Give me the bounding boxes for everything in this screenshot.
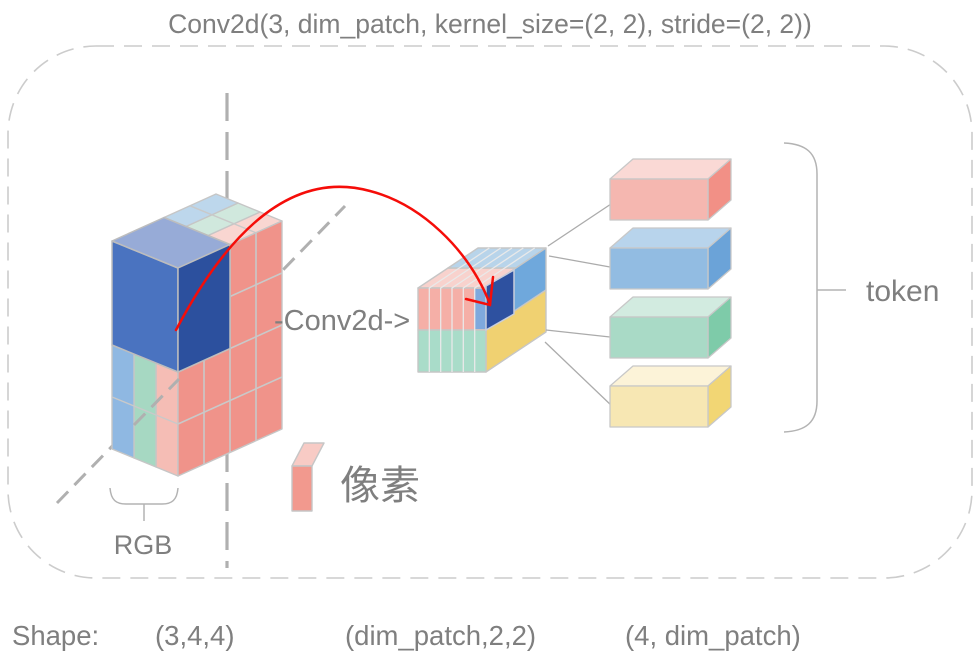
red-arc xyxy=(174,185,492,332)
token-boxes xyxy=(609,158,732,428)
kernel-cube-front-face xyxy=(177,243,231,373)
diagram-title: Conv2d(3, dim_patch, kernel_size=(2, 2),… xyxy=(168,9,812,39)
connector-to-pink-token xyxy=(547,203,612,247)
token-bracket xyxy=(783,142,818,433)
rgb-label: RGB xyxy=(114,530,173,560)
conv-red-arrow xyxy=(174,185,495,332)
token-box-yellow xyxy=(609,365,732,428)
patch-shape-value: (dim_patch,2,2) xyxy=(345,620,536,651)
shape-row: Shape: (3,4,4) (dim_patch,2,2) (4, dim_p… xyxy=(12,620,801,651)
grid-line xyxy=(177,376,283,425)
slice-divider xyxy=(440,247,502,372)
shape-row-label: Shape: xyxy=(12,620,99,651)
token-box-blue xyxy=(609,227,732,290)
pixel-legend: 像素 xyxy=(291,442,420,512)
input-side-strip-divider xyxy=(111,396,179,425)
input-tensor-cube: RGB xyxy=(109,193,283,560)
input-shape-value: (3,4,4) xyxy=(155,620,234,651)
red-arrowhead xyxy=(464,275,495,307)
token-front-face xyxy=(609,385,709,428)
input-top-strip-divider xyxy=(189,205,257,234)
diagonal-guide-overlay xyxy=(132,377,181,427)
slice-divider xyxy=(474,247,536,372)
token-front-face xyxy=(609,178,709,221)
slice-divider xyxy=(451,247,513,372)
rgb-bracket xyxy=(109,487,179,521)
token-label: token xyxy=(866,275,939,308)
slice-divider xyxy=(428,247,490,372)
token-box-green xyxy=(609,296,732,359)
connector-to-yellow-token xyxy=(544,341,614,408)
connector-to-blue-token xyxy=(548,255,611,268)
token-box-pink xyxy=(609,158,732,221)
token-connectors xyxy=(544,203,614,408)
dashed-border xyxy=(7,45,973,579)
legend-slab-front-face xyxy=(291,465,313,512)
patch-front-blue-slice xyxy=(474,289,486,329)
token-front-face xyxy=(609,316,709,359)
token-front-face xyxy=(609,247,709,290)
pixel-legend-label: 像素 xyxy=(340,464,420,508)
connector-to-green-token xyxy=(545,329,611,338)
conv2d-arrow-label: -Conv2d-> xyxy=(274,305,410,337)
token-shape-value: (4, dim_patch) xyxy=(625,620,801,651)
